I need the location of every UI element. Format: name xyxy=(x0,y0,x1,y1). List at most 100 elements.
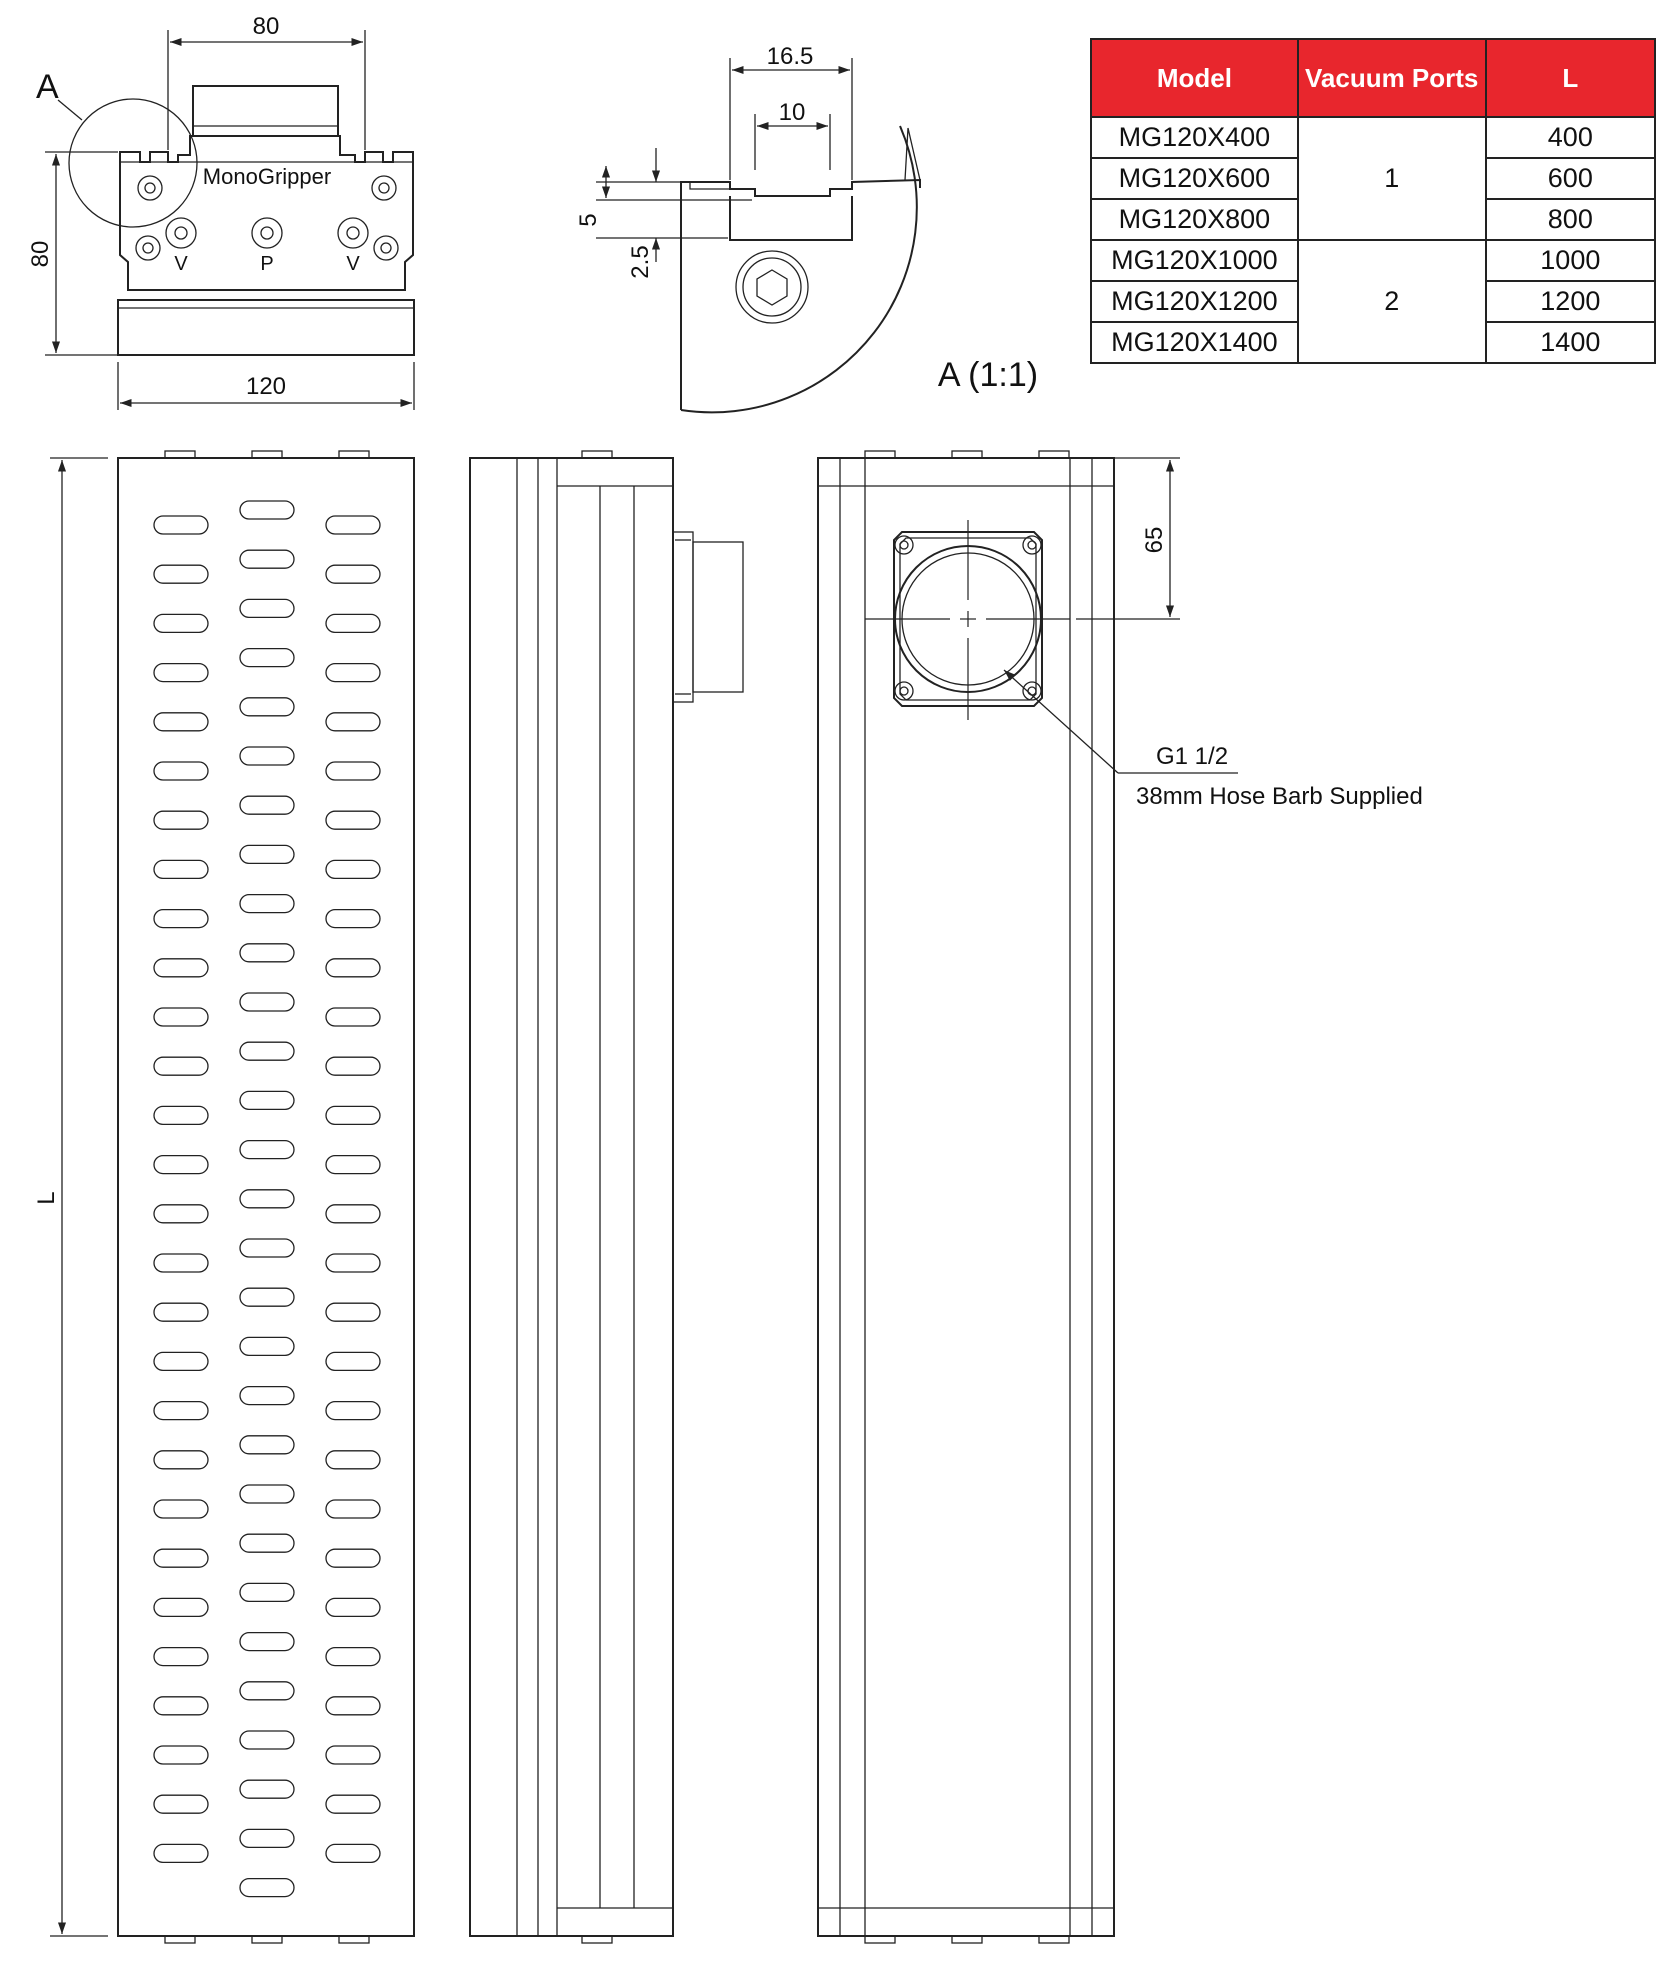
end-tabs xyxy=(164,450,370,1944)
suction-slot xyxy=(239,1730,295,1750)
hex-bolt-icon xyxy=(735,250,809,324)
suction-slot xyxy=(325,1794,381,1814)
suction-slot xyxy=(239,1435,295,1455)
suction-slot xyxy=(239,1041,295,1061)
pressure-port-icon xyxy=(251,217,283,249)
suction-slot xyxy=(153,1450,209,1470)
suction-slot xyxy=(239,943,295,963)
table-row: MG120X400 1 400 xyxy=(1090,116,1657,241)
detail-title: A (1:1) xyxy=(938,356,1038,394)
suction-slot xyxy=(153,613,209,634)
suction-slot xyxy=(153,1843,209,1864)
front-view: MonoGripper V P V A 80 80 120 xyxy=(27,13,415,410)
side-view xyxy=(469,450,744,1944)
header-length: L xyxy=(1484,38,1657,118)
suction-slot xyxy=(325,712,381,732)
suction-slot xyxy=(325,1548,381,1568)
suction-slot xyxy=(239,1828,295,1849)
suction-slot xyxy=(325,958,381,978)
suction-slot xyxy=(239,1779,295,1799)
dim-port-offset: 65 xyxy=(1141,527,1168,554)
dim-height: 80 xyxy=(27,241,54,268)
suction-slot xyxy=(325,1351,381,1372)
suction-slot xyxy=(153,810,209,830)
suction-slot xyxy=(239,1287,295,1307)
suction-slot xyxy=(325,1056,381,1076)
suction-slot xyxy=(239,1336,295,1357)
hex-screw-icon xyxy=(137,175,163,201)
suction-slot xyxy=(239,1681,295,1701)
hex-screw-icon xyxy=(371,175,397,201)
brand-label: MonoGripper xyxy=(203,164,331,189)
suction-slots xyxy=(153,500,381,1898)
model-cell: MG120X1200 xyxy=(1090,280,1299,323)
dim-top-width: 80 xyxy=(253,13,280,40)
suction-slot xyxy=(239,697,295,717)
suction-slot xyxy=(325,1007,381,1027)
table-header-row: Model Vacuum Ports L xyxy=(1090,38,1657,118)
suction-slot xyxy=(153,1302,209,1322)
length-cell: 400 xyxy=(1484,116,1657,159)
suction-slot xyxy=(239,1533,295,1553)
bottom-view: L xyxy=(33,450,415,1944)
suction-slot xyxy=(239,1484,295,1504)
suction-slot xyxy=(325,662,381,683)
port-label-center: P xyxy=(260,253,273,275)
suction-slot xyxy=(239,1385,295,1406)
ports-cell: 1 xyxy=(1296,116,1487,241)
dim-slot-outer: 16.5 xyxy=(767,43,814,70)
top-view: 65 G1 1/2 38mm Hose Barb Supplied xyxy=(817,450,1423,1944)
header-vacuum-ports: Vacuum Ports xyxy=(1296,38,1487,118)
suction-slot xyxy=(239,1877,295,1898)
port-label-left: V xyxy=(174,253,188,275)
table-row: MG120X1200 1200 xyxy=(1090,280,1657,323)
ports-cell: 2 xyxy=(1296,239,1487,364)
suction-slot xyxy=(153,1253,209,1273)
suction-slot xyxy=(325,1154,381,1175)
suction-slot xyxy=(239,647,295,668)
length-cell: 600 xyxy=(1484,157,1657,200)
suction-slot xyxy=(325,1450,381,1470)
length-cell: 1400 xyxy=(1484,321,1657,364)
header-model: Model xyxy=(1090,38,1299,118)
suction-slot xyxy=(153,1056,209,1076)
dim-slot-lip: 2.5 xyxy=(627,245,654,278)
length-cell: 800 xyxy=(1484,198,1657,241)
suction-slot xyxy=(153,1794,209,1814)
detail-circle xyxy=(68,98,198,228)
suction-slot xyxy=(325,908,381,929)
suction-slot xyxy=(239,1238,295,1258)
suction-slot xyxy=(153,1007,209,1027)
suction-slot xyxy=(325,1400,381,1421)
suction-slot xyxy=(153,1105,209,1126)
suction-slot xyxy=(239,1139,295,1160)
suction-slot xyxy=(153,1597,209,1618)
vacuum-port-icon xyxy=(337,217,369,249)
suction-slot xyxy=(325,1696,381,1716)
detail-view-a: 16.5 10 5 2.5 A (1:1) xyxy=(575,43,1038,414)
table-row: MG120X1400 1400 xyxy=(1090,321,1657,364)
model-cell: MG120X600 xyxy=(1090,157,1299,200)
suction-slot xyxy=(153,1646,209,1667)
dim-slot-inner: 10 xyxy=(779,99,806,126)
suction-slot xyxy=(153,958,209,978)
suction-slot xyxy=(239,598,295,619)
suction-slot xyxy=(239,795,295,815)
suction-slot xyxy=(239,1090,295,1111)
suction-slot xyxy=(239,893,295,914)
model-cell: MG120X400 xyxy=(1090,116,1299,159)
length-cell: 1200 xyxy=(1484,280,1657,323)
table-row: MG120X800 800 xyxy=(1090,198,1657,241)
suction-slot xyxy=(153,712,209,732)
table-row: MG120X600 600 xyxy=(1090,157,1657,200)
suction-slot xyxy=(325,613,381,634)
suction-slot xyxy=(325,761,381,781)
suction-slot xyxy=(239,549,295,569)
suction-slot xyxy=(153,1499,209,1519)
suction-slot xyxy=(153,1548,209,1568)
model-cell: MG120X800 xyxy=(1090,198,1299,241)
suction-slot xyxy=(153,1745,209,1765)
suction-slot xyxy=(239,1631,295,1652)
suction-slot xyxy=(153,515,209,535)
dim-length: L xyxy=(33,1191,60,1204)
